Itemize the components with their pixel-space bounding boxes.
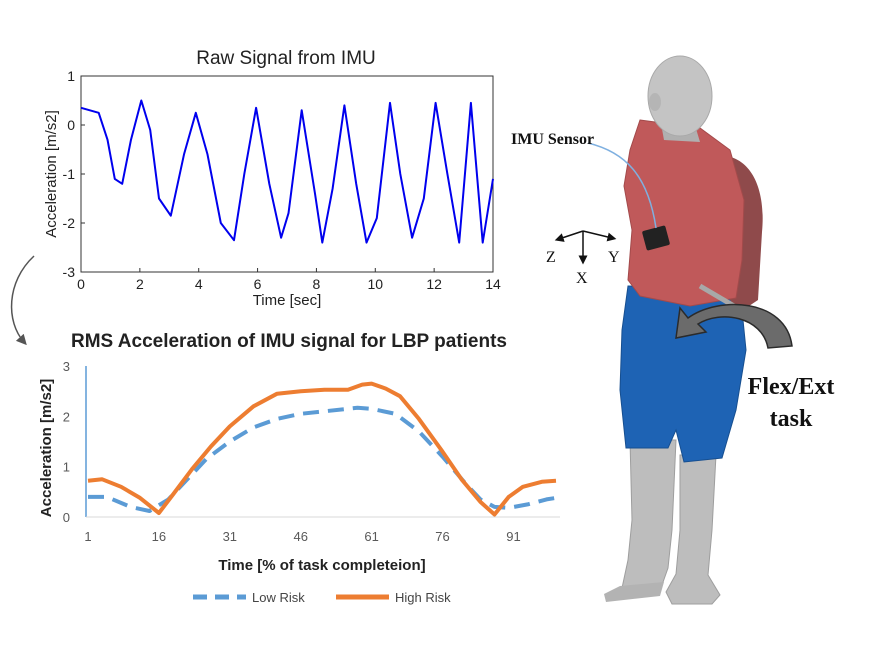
right-leg xyxy=(665,454,721,605)
rms-y-tick-label: 0 xyxy=(63,510,70,525)
raw-chart-ylabel: Acceleration [m/s2] xyxy=(43,110,60,238)
raw-y-tick-label: -1 xyxy=(63,166,76,182)
human-model-illustration xyxy=(554,55,793,605)
raw-y-tick-label: 1 xyxy=(67,68,75,84)
rms-x-tick-label: 76 xyxy=(435,529,449,544)
raw-y-tick-label: -3 xyxy=(63,264,76,280)
task-label-line1: Flex/Ext xyxy=(748,374,835,400)
raw-x-tick-label: 12 xyxy=(426,276,442,292)
imu-sensor-box xyxy=(642,225,670,251)
rms-chart-series xyxy=(87,381,557,517)
raw-x-tick-label: 14 xyxy=(485,276,501,292)
left-leg xyxy=(621,439,677,593)
rms-y-tick-label: 2 xyxy=(63,409,70,424)
raw-chart-title: Raw Signal from IMU xyxy=(196,48,376,69)
axis-label-y: Y xyxy=(608,249,620,266)
rms-chart-ylabel: Acceleration [m/s2] xyxy=(38,379,55,517)
axis-label-x: X xyxy=(576,270,588,287)
rms-x-tick-label: 46 xyxy=(293,529,307,544)
shorts xyxy=(619,285,747,463)
rms-y-tick-label: 3 xyxy=(63,359,70,374)
face-nose xyxy=(649,93,661,111)
rms-x-tick-label: 1 xyxy=(84,529,91,544)
rms-chart-xlabel: Time [% of task completeion] xyxy=(218,557,425,574)
left-foot xyxy=(604,582,664,602)
rms-x-tick-label: 16 xyxy=(152,529,166,544)
legend-label-low-risk: Low Risk xyxy=(252,590,305,605)
rms-chart-title: RMS Acceleration of IMU signal for LBP p… xyxy=(71,331,507,352)
raw-chart-series xyxy=(80,99,494,244)
high-risk-line xyxy=(87,381,557,517)
rms-x-tick-label: 91 xyxy=(506,529,520,544)
imu-sensor-pointer-line xyxy=(587,142,657,229)
raw-x-tick-label: 10 xyxy=(367,276,383,292)
raw-chart-xlabel: Time [sec] xyxy=(253,292,322,309)
raw-x-tick-label: 2 xyxy=(136,276,144,292)
legend-label-high-risk: High Risk xyxy=(395,590,451,605)
rms-x-tick-label: 61 xyxy=(364,529,378,544)
task-label-line2: task xyxy=(770,406,813,432)
raw-x-tick-label: 8 xyxy=(313,276,321,292)
rms-y-tick-label: 1 xyxy=(63,460,70,475)
axis-triad-icon xyxy=(554,230,617,265)
rotation-arrow-icon xyxy=(675,303,793,349)
imu-sensor-label: IMU Sensor xyxy=(511,131,594,148)
raw-x-tick-label: 0 xyxy=(77,276,85,292)
rms-chart: RMS Acceleration of IMU signal for LBP p… xyxy=(38,331,560,605)
shirt xyxy=(623,119,745,307)
axis-label-z: Z xyxy=(546,249,556,266)
low-risk-line xyxy=(88,405,557,513)
raw-y-tick-label: -2 xyxy=(63,215,76,231)
rms-x-tick-label: 31 xyxy=(223,529,237,544)
raw-y-tick-label: 0 xyxy=(67,117,75,133)
head xyxy=(647,55,713,137)
rms-chart-legend: Low Risk High Risk xyxy=(193,590,451,605)
raw-x-tick-label: 6 xyxy=(254,276,262,292)
curved-arrow-icon xyxy=(10,255,35,346)
raw-x-tick-label: 4 xyxy=(195,276,203,292)
raw-signal-line xyxy=(80,99,494,244)
